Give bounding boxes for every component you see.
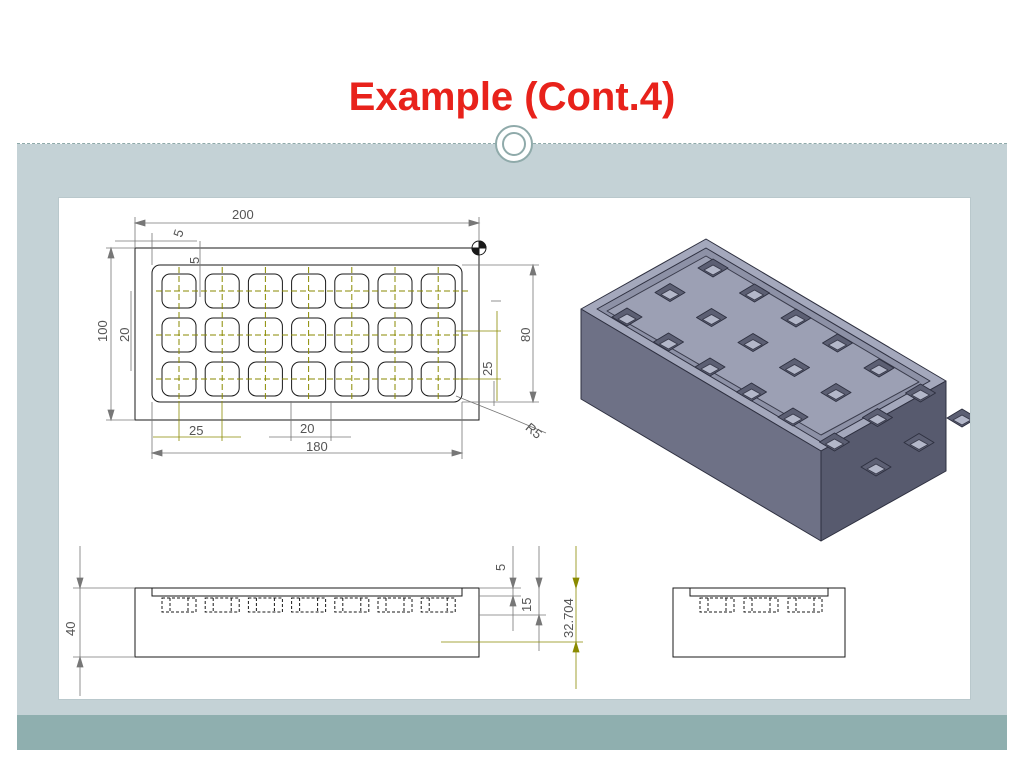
side-view (672, 587, 846, 658)
slide-title: Example (Cont.4) (348, 75, 676, 119)
dim-step-depth: 5 (493, 564, 508, 571)
front-view-centerline-dims (441, 546, 583, 689)
iso-pocket (739, 283, 770, 303)
iso-pocket (780, 308, 812, 328)
dim-overall-height: 100 (95, 320, 110, 342)
dim-pocket-pitch-x: 20 (300, 421, 314, 436)
dim-pocket-pitch-y: 20 (117, 328, 132, 342)
hidden-pocket (699, 597, 735, 613)
iso-pocket (654, 283, 686, 302)
iso-pocket (903, 433, 935, 452)
iso-side-face (820, 380, 947, 542)
front-view (134, 587, 480, 658)
engineering-drawing: 200 5 5 100 20 80 25 25 20 180 R5 (58, 197, 971, 700)
dim-pocket-depth: 15 (519, 598, 534, 612)
iso-pocket (696, 308, 727, 327)
hidden-pocket (204, 597, 240, 613)
iso-pocket (820, 383, 852, 402)
hidden-pocket (291, 597, 327, 613)
iso-pocket (905, 383, 936, 403)
front-view-outline (134, 587, 480, 658)
origin-marker-icon (471, 240, 487, 256)
top-view-centerlines (156, 267, 471, 401)
iso-pocket (862, 408, 893, 427)
front-view-hidden-pockets (161, 597, 456, 613)
dim-overall-width: 200 (232, 207, 254, 222)
iso-pocket (653, 332, 684, 352)
isometric-view (580, 238, 970, 542)
dim-edge-25: 25 (480, 362, 495, 376)
iso-pocket (863, 358, 895, 378)
top-view-dimension-lines (106, 217, 547, 459)
iso-pocket (822, 333, 853, 353)
hidden-pocket (247, 597, 283, 613)
top-view-inner-outline (151, 264, 463, 403)
hidden-pocket (377, 597, 413, 613)
side-view-outline (672, 587, 846, 658)
iso-pocket (697, 258, 729, 278)
dim-corner-radius: R5 (523, 420, 545, 442)
hidden-pocket (334, 597, 370, 613)
top-view-outer-outline (134, 247, 480, 421)
dim-inner-height: 80 (518, 328, 533, 342)
dim-total-height: 40 (63, 622, 78, 636)
iso-pocket (694, 357, 726, 377)
side-view-hidden-pockets (699, 597, 823, 613)
dim-pocket-pitch-x-25: 25 (189, 423, 203, 438)
dim-wall-offset-x: 5 (170, 227, 187, 239)
iso-pocket (860, 457, 892, 477)
dim-wall-offset-y: 5 (187, 257, 202, 264)
hidden-pocket (161, 597, 197, 613)
iso-pocket-grid (611, 258, 970, 477)
iso-pocket (736, 382, 767, 402)
title-area: Example (Cont.4) (17, 17, 1007, 143)
iso-pocket (946, 408, 970, 428)
front-view-step (151, 588, 463, 597)
side-view-step (689, 588, 829, 597)
iso-pocket (611, 307, 643, 327)
iso-pocket (737, 333, 769, 352)
iso-pocket (779, 358, 810, 377)
drawing-canvas: 200 5 5 100 20 80 25 25 20 180 R5 (63, 207, 970, 696)
hidden-pocket (420, 597, 456, 613)
hidden-pocket (743, 597, 779, 613)
front-view-dimension-lines (73, 546, 546, 696)
hidden-pocket (787, 597, 823, 613)
top-view (134, 240, 487, 421)
iso-pocket (777, 407, 809, 427)
dim-to-bottom: 32.704 (561, 598, 576, 638)
iso-pocket (819, 432, 850, 452)
bottom-band (17, 715, 1007, 750)
top-view-centerline-dims (153, 311, 501, 441)
dim-inner-width: 180 (306, 439, 328, 454)
circle-ornament-icon (495, 125, 533, 163)
